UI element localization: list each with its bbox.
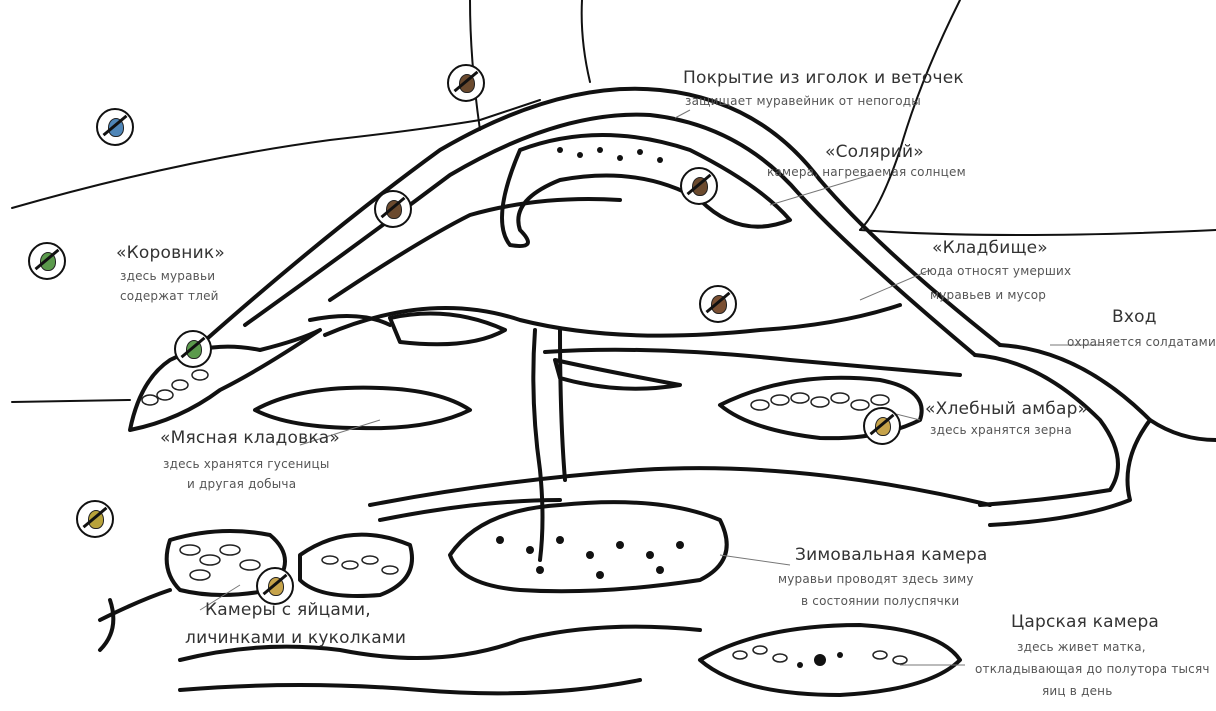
egg-chambers-title-1: Камеры с яйцами, (205, 600, 371, 620)
ground-line (12, 100, 540, 208)
green-leaf-icon (174, 330, 212, 368)
meat-pantry-chamber (255, 388, 470, 429)
egg-chambers-title-2: личинками и куколками (185, 628, 406, 648)
main-shaft (533, 330, 542, 560)
cemetery-desc-1: сюда относят умерших (920, 262, 1071, 281)
winter-chamber-desc-2: в состоянии полуспячки (801, 592, 959, 611)
royal-chamber-desc-3: яиц в день (1042, 682, 1112, 701)
royal-chamber-desc-2: откладывающая до полутора тысяч (975, 660, 1210, 679)
cowshed-chamber (130, 330, 320, 430)
winter-chamber (450, 502, 727, 591)
solarium-desc: камера, нагреваемая солнцем (767, 163, 966, 182)
winter-chamber-desc-1: муравьи проводят здесь зиму (778, 570, 974, 589)
meat-pantry-desc-2: и другая добыча (187, 475, 296, 494)
solarium-title: «Солярий» (825, 142, 924, 162)
granary-title: «Хлебный амбар» (925, 399, 1088, 419)
cowshed-title: «Коровник» (116, 243, 225, 263)
yellow-seed-icon (76, 500, 114, 538)
nut-icon (374, 190, 412, 228)
right-hill (860, 0, 960, 230)
cowshed-desc-1: здесь муравьи (120, 267, 215, 286)
green-leaf-icon (28, 242, 66, 280)
egg-chamber-mid (300, 535, 412, 596)
cemetery-desc-2: муравьев и мусор (930, 286, 1046, 305)
royal-chamber (700, 625, 960, 695)
nut-icon (699, 285, 737, 323)
cowshed-desc-2: содержат тлей (120, 287, 219, 306)
meat-pantry-title: «Мясная кладовка» (160, 428, 340, 448)
entrance-desc: охраняется солдатами (1067, 333, 1216, 352)
cover-desc: защищает муравейник от непогоды (685, 92, 921, 111)
entrance-title: Вход (1112, 307, 1157, 327)
royal-chamber-title: Царская камера (1011, 612, 1159, 632)
cemetery-title: «Кладбище» (932, 238, 1048, 258)
blue-drop-icon (96, 108, 134, 146)
cover-title: Покрытие из иголок и веточек (683, 68, 964, 88)
grain-icon (863, 407, 901, 445)
dome-outer (200, 89, 1000, 345)
royal-chamber-desc-1: здесь живет матка, (1017, 638, 1146, 657)
meat-pantry-desc-1: здесь хранятся гусеницы (163, 455, 330, 474)
nut-icon (680, 167, 718, 205)
nut-icon (447, 64, 485, 102)
winter-chamber-title: Зимовальная камера (795, 545, 987, 565)
granary-desc: здесь хранятся зерна (930, 421, 1072, 440)
solarium-chamber (502, 135, 790, 246)
